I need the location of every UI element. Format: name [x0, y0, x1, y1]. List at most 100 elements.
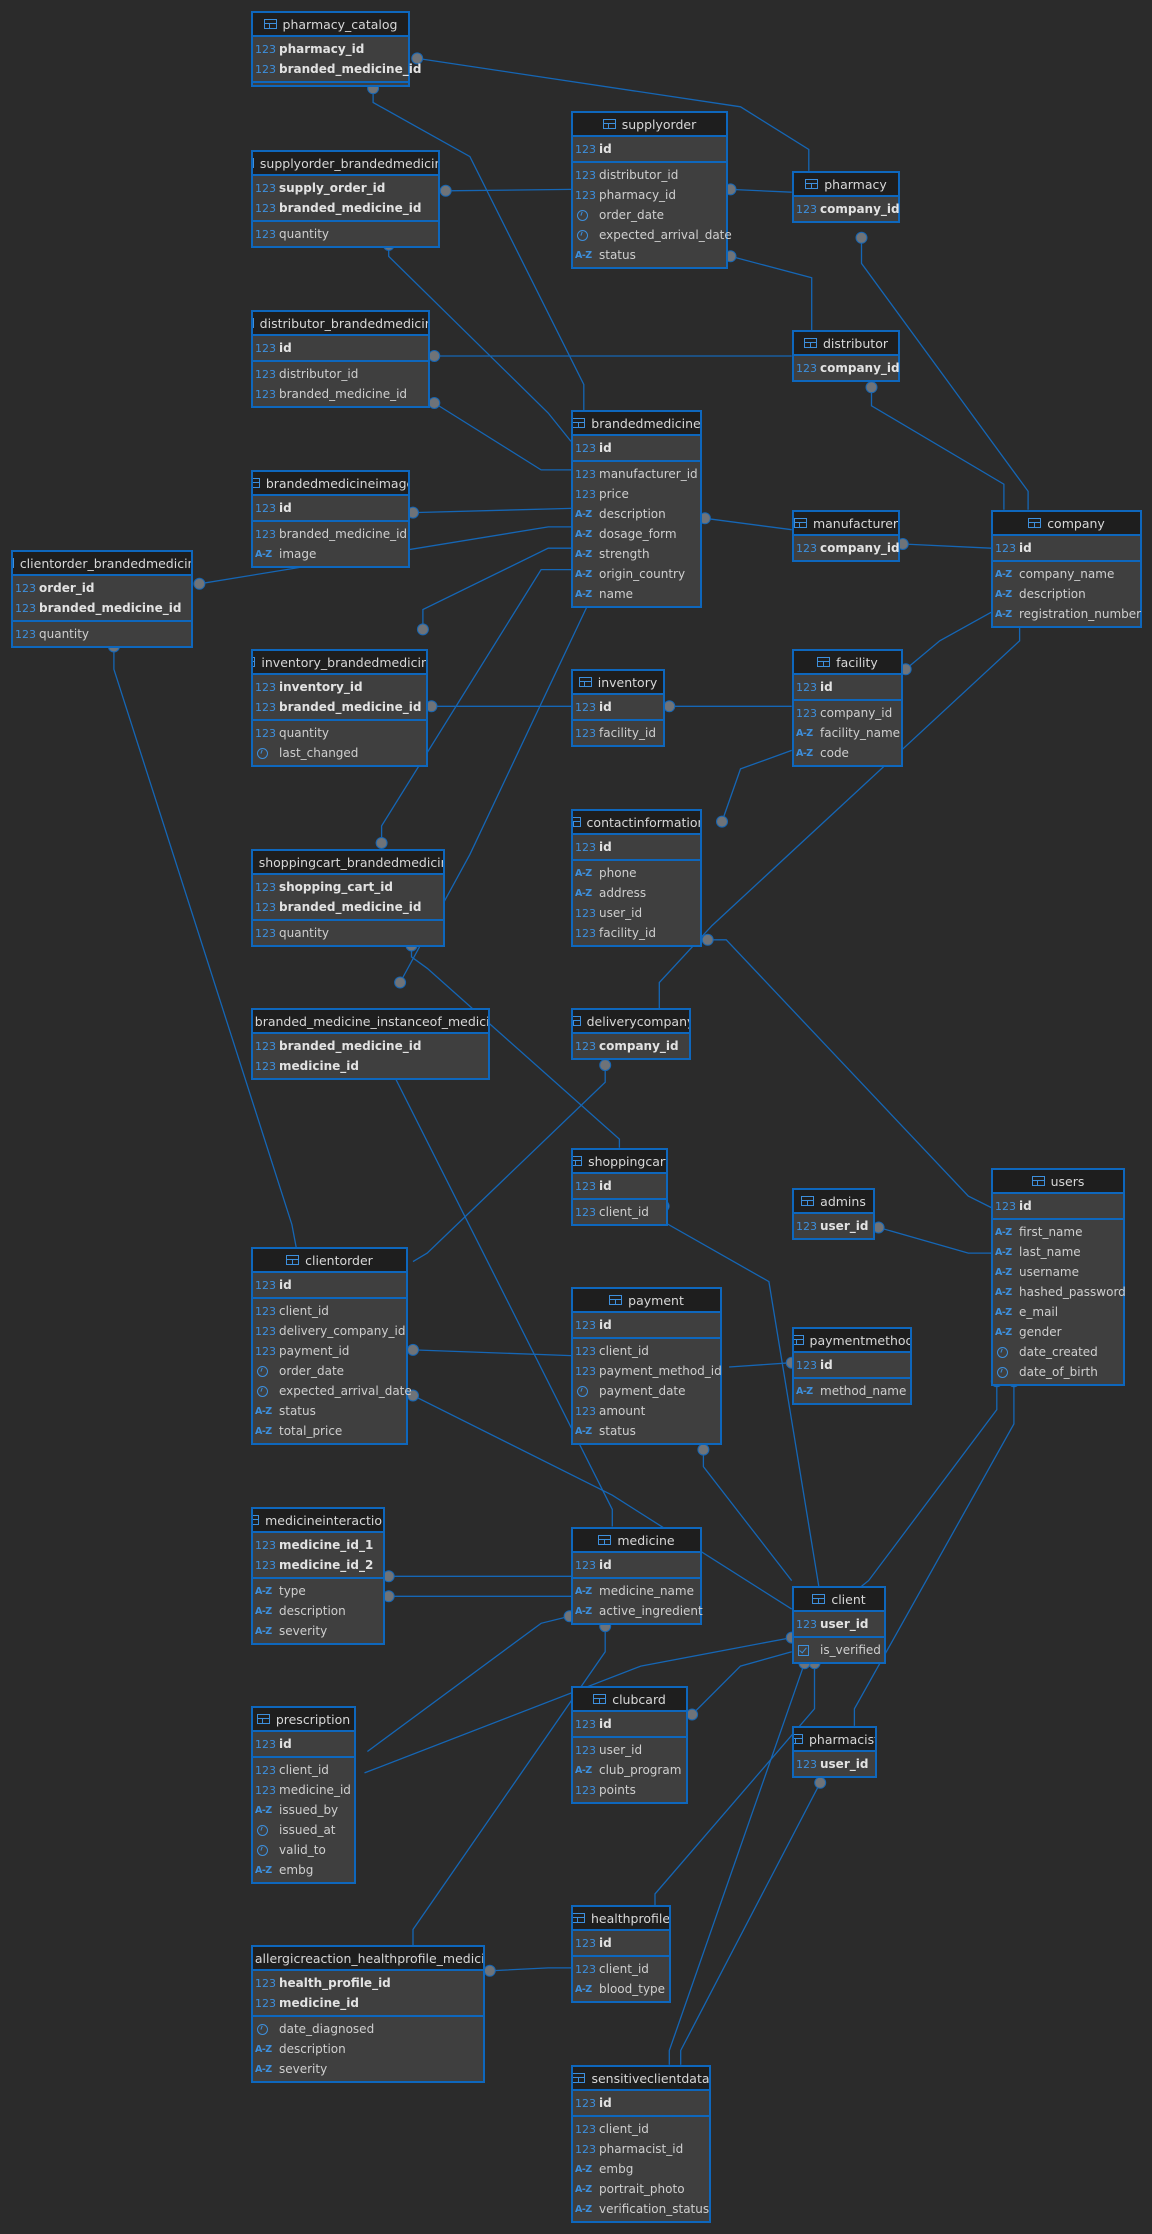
table-header[interactable]: brandedmedicine [573, 412, 700, 436]
relationship-line[interactable] [870, 387, 1005, 510]
relationship-line[interactable] [445, 188, 572, 192]
table-header[interactable]: facility [794, 651, 901, 675]
relationship-line[interactable] [372, 88, 585, 411]
relationship-line[interactable] [417, 57, 810, 171]
relationship-line[interactable] [721, 749, 792, 822]
relationship-line[interactable] [412, 507, 572, 514]
relationship-line[interactable] [729, 1362, 792, 1368]
column[interactable]: expected_arrival_date [253, 1381, 412, 1401]
table-header[interactable]: sensitiveclientdata [573, 2067, 709, 2091]
relationship-line[interactable] [412, 1626, 606, 1946]
table-header[interactable]: prescription [253, 1708, 354, 1732]
relationship-line[interactable] [113, 646, 297, 1248]
table-header[interactable]: pharmacist [794, 1728, 875, 1752]
relationship-line[interactable] [658, 620, 1021, 1009]
table-header[interactable]: client [794, 1588, 884, 1612]
table-header[interactable]: distributor_brandedmedicine [253, 312, 428, 336]
table-header[interactable]: pharmacy_catalog [253, 13, 408, 37]
relationship-line[interactable] [680, 1782, 821, 2065]
table-header[interactable]: clientorder_brandedmedicine [13, 552, 191, 576]
table-header[interactable]: payment [573, 1289, 720, 1313]
table-header[interactable]: users [993, 1170, 1123, 1194]
table-header[interactable]: medicine [573, 1529, 700, 1553]
column[interactable]: payment_date [573, 1381, 720, 1401]
table-header[interactable]: supplyorder [573, 113, 726, 137]
column[interactable]: date_of_birth [993, 1362, 1123, 1382]
relationship-line[interactable] [730, 188, 792, 193]
column[interactable]: valid_to [253, 1840, 354, 1860]
table-header[interactable]: company [993, 512, 1140, 536]
table-header[interactable]: distributor [794, 332, 898, 356]
table-header[interactable]: deliverycompany [573, 1010, 689, 1034]
table-header[interactable]: brandedmedicineimage [253, 472, 408, 496]
relationship-line[interactable] [654, 1663, 816, 1906]
relationship-line[interactable] [853, 1381, 1015, 1726]
table-header[interactable]: clientorder [253, 1249, 406, 1273]
